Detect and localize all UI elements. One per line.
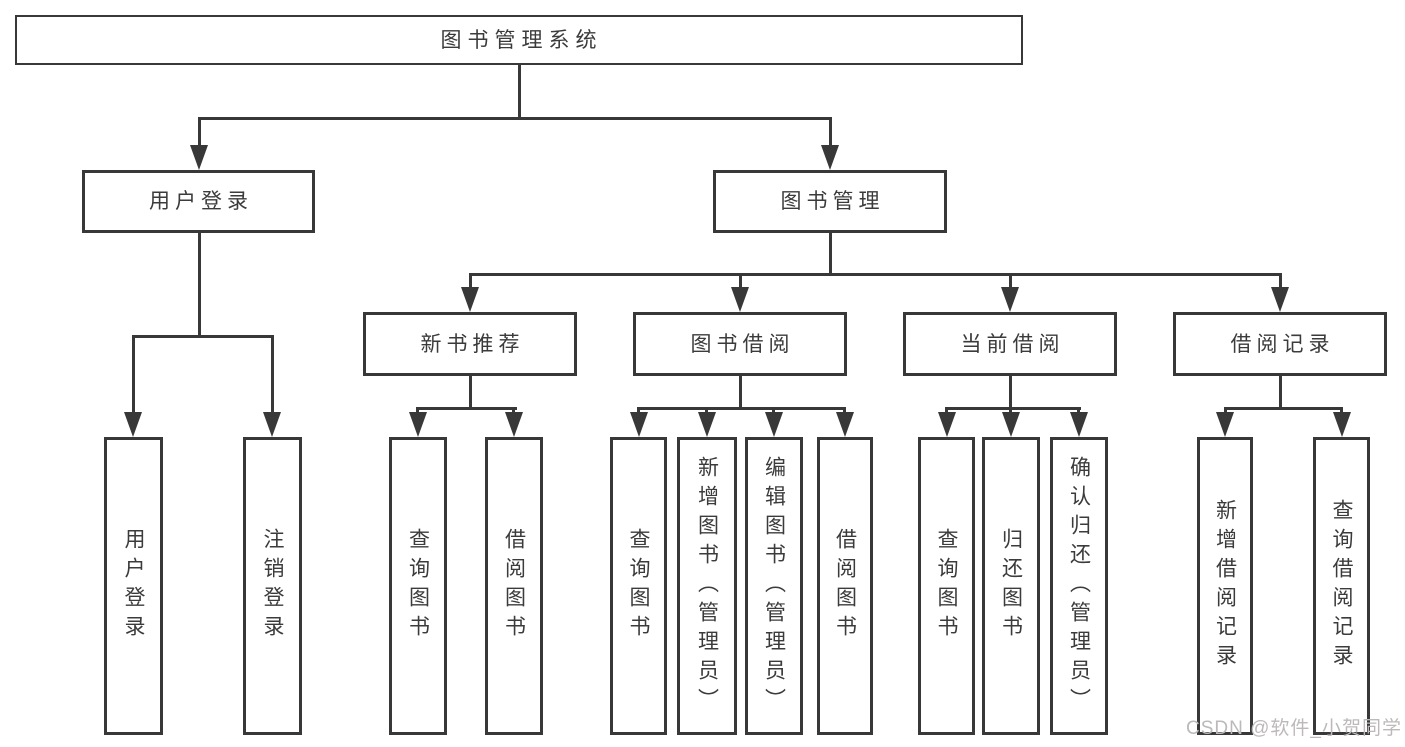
leaf-query-books-current: 查询图书 [918,437,975,735]
edge-g2-a2-stem [512,407,515,415]
leaf-query-borrow-record: 查询借阅记录 [1313,437,1370,735]
edge-book-borrow-connector [637,407,846,410]
node-borrow-records: 借阅记录 [1173,312,1387,376]
edge-to-leaf-login-stem [132,335,135,415]
arrow-g3-borrow [836,412,854,437]
edge-root-stem [518,64,521,119]
leaf-add-books-admin: 新增图书（管理员） [677,437,737,735]
edge-to-user-login-stem [198,117,201,149]
edge-current-borrow-stem2 [1009,375,1012,410]
arrow-g3-edit [765,412,783,437]
node-book-management: 图书管理 [713,170,947,233]
arrow-to-book-borrow [731,287,749,312]
arrow-to-leaf-login [124,412,142,437]
arrow-to-book-mgmt [821,145,839,170]
edge-new-rec-stem [469,375,472,410]
arrow-to-current-borrow [1001,287,1019,312]
node-root-library-system: 图书管理系统 [15,15,1023,65]
arrow-g5-query-record [1333,412,1351,437]
node-book-borrow: 图书借阅 [633,312,847,376]
arrow-to-leaf-logout [263,412,281,437]
arrow-g2-borrow [505,412,523,437]
arrow-to-new-rec [461,287,479,312]
edge-to-current-borrow-stem [1009,273,1012,291]
edge-g2-a1-stem [416,407,419,415]
edge-g4-a2-stem [1009,407,1012,415]
edge-to-book-mgmt-stem [829,117,832,149]
node-user-login: 用户登录 [82,170,315,233]
edge-book-borrow-stem2 [739,375,742,410]
edge-level2-connector [198,117,832,120]
arrow-g5-add-record [1216,412,1234,437]
edge-g3-a1-stem [637,407,640,415]
edge-g5-a2-stem [1340,407,1343,415]
leaf-borrow-books: 借阅图书 [817,437,873,735]
leaf-user-login: 用户登录 [104,437,163,735]
arrow-g3-query [630,412,648,437]
node-new-book-recommend: 新书推荐 [363,312,577,376]
leaf-add-borrow-record: 新增借阅记录 [1197,437,1253,735]
leaf-edit-books-admin: 编辑图书（管理员） [745,437,803,735]
edge-to-new-rec-stem [469,273,472,291]
edge-book-mgmt-stem [829,232,832,276]
edge-to-borrow-records-stem [1279,273,1282,291]
edge-to-leaf-logout-stem [271,335,274,415]
arrow-to-borrow-records [1271,287,1289,312]
arrow-g2-query [409,412,427,437]
node-current-borrow: 当前借阅 [903,312,1117,376]
arrow-g4-return [1002,412,1020,437]
edge-g3-a2-stem [705,407,708,415]
arrow-to-user-login [190,145,208,170]
edge-g4-a3-stem [1077,407,1080,415]
edge-to-book-borrow-stem [739,273,742,291]
edge-g3-a3-stem [772,407,775,415]
leaf-query-books-recommend: 查询图书 [389,437,447,735]
edge-user-login-stem [198,232,201,337]
edge-level3-connector [469,273,1282,276]
leaf-logout: 注销登录 [243,437,302,735]
csdn-watermark: CSDN @软件_小贺同学 [1186,718,1402,739]
edge-borrow-records-connector [1224,407,1343,410]
leaf-return-books: 归还图书 [982,437,1040,735]
edge-g3-a4-stem [843,407,846,415]
arrow-g4-confirm [1070,412,1088,437]
arrow-g4-query [938,412,956,437]
arrow-g3-add [698,412,716,437]
leaf-borrow-books-recommend: 借阅图书 [485,437,543,735]
edge-user-login-connector [132,335,274,338]
edge-g5-a1-stem [1224,407,1227,415]
edge-borrow-records-stem2 [1279,375,1282,410]
leaf-query-books-borrow: 查询图书 [610,437,667,735]
edge-current-borrow-connector [945,407,1081,410]
edge-g4-a1-stem [945,407,948,415]
edge-new-rec-connector [417,407,517,410]
leaf-confirm-return-admin: 确认归还（管理员） [1050,437,1108,735]
